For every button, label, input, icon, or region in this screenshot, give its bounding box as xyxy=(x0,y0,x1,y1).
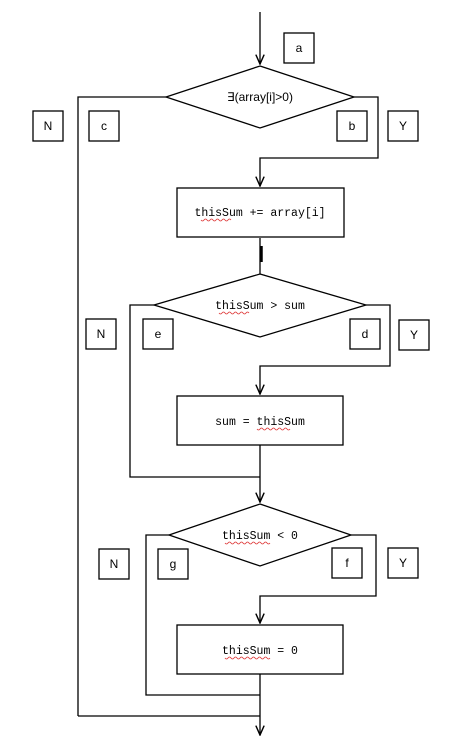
decision-d2-text: thisSum > sum xyxy=(215,300,305,313)
branch-n-label: N xyxy=(44,119,53,133)
point-e-box xyxy=(142,318,174,350)
branch-y-box xyxy=(387,110,419,142)
point-f-label: f xyxy=(345,556,349,570)
decision-d1 xyxy=(163,65,357,129)
point-c-box xyxy=(88,110,120,142)
d1-no-path xyxy=(77,96,166,716)
d2-no-path xyxy=(129,304,260,478)
decision-d2 xyxy=(151,273,369,338)
d3-no-path xyxy=(145,534,260,696)
branch-n-label: N xyxy=(110,557,119,571)
d2-yes-path xyxy=(260,304,391,394)
point-e-label: e xyxy=(155,327,162,341)
point-d-box xyxy=(349,318,381,350)
process-p2 xyxy=(176,395,344,446)
branch-n-label: N xyxy=(97,327,106,341)
point-b-label: b xyxy=(349,119,356,133)
point-a-label: a xyxy=(296,41,303,55)
process-p3 xyxy=(176,624,344,675)
process-p3-text: thisSum = 0 xyxy=(222,645,298,658)
branch-n-box xyxy=(85,318,117,350)
d3-yes-path xyxy=(260,534,377,623)
point-a-box xyxy=(283,32,315,64)
branch-y-label: Y xyxy=(399,119,407,133)
process-p2-text: sum = thisSum xyxy=(215,416,305,429)
point-b-box xyxy=(336,110,368,142)
point-g-label: g xyxy=(170,557,177,571)
point-g-box xyxy=(157,548,189,580)
decision-d3-text: thisSum < 0 xyxy=(222,530,298,543)
spellcheck-underline xyxy=(224,656,271,660)
spellcheck-underline xyxy=(200,218,232,222)
spellcheck-underline xyxy=(218,311,250,315)
branch-n-box xyxy=(32,110,64,142)
branch-y-box xyxy=(398,319,430,351)
process-p1-text: thisSum += array[i] xyxy=(194,207,325,220)
decision-d3 xyxy=(166,503,354,567)
branch-y-label: Y xyxy=(410,328,418,342)
spellcheck-underline xyxy=(224,541,271,545)
decision-d1-text: ∃(array[i]>0) xyxy=(227,90,293,104)
process-p1 xyxy=(176,187,345,238)
branch-y-box xyxy=(387,547,419,579)
point-c-label: c xyxy=(101,119,107,133)
spellcheck-underline xyxy=(256,427,291,431)
d1-yes-path xyxy=(260,96,379,186)
point-f-box xyxy=(331,547,363,579)
point-d-label: d xyxy=(362,327,369,341)
branch-y-label: Y xyxy=(399,556,407,570)
branch-n-box xyxy=(98,548,130,580)
